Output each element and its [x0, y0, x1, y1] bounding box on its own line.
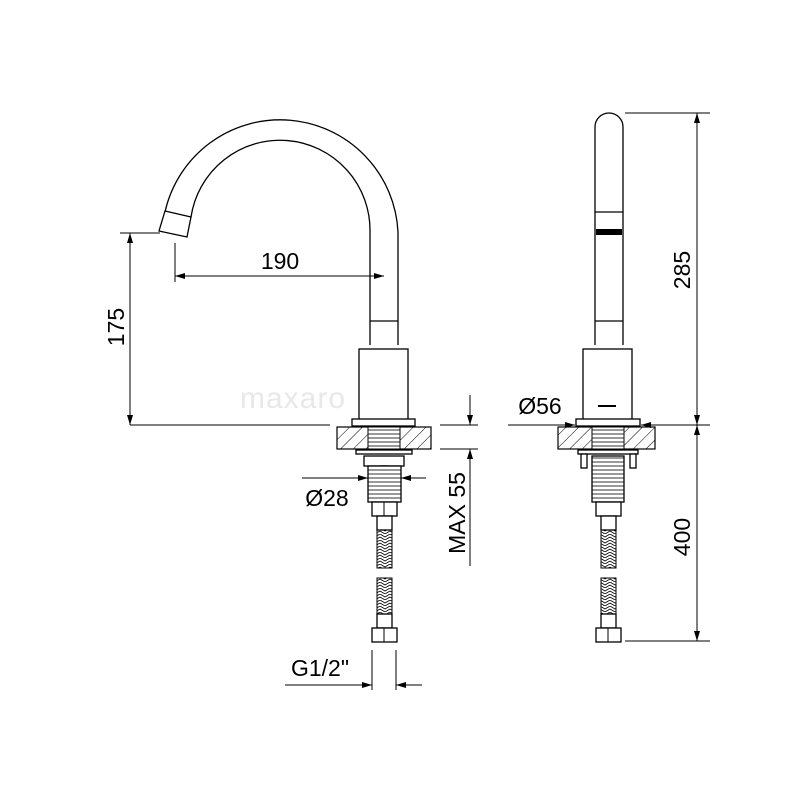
dim-spout-reach: 190: [261, 248, 299, 274]
dim-connection: G1/2": [291, 655, 349, 681]
dim-hose-length: 400: [669, 518, 695, 556]
aerator-band: [596, 229, 622, 235]
spout-front: [594, 112, 624, 345]
spout-outer: [164, 119, 399, 345]
dim-shank-diameter: Ø28: [305, 485, 348, 511]
dim-max-thickness: MAX 55: [444, 472, 470, 554]
faucet-side-view: [158, 119, 432, 643]
faucet-body-front: [582, 348, 633, 421]
faucet-body: [358, 348, 409, 421]
dim-spout-height: 175: [103, 308, 129, 346]
dim-total-height: 285: [669, 251, 695, 289]
watermark: maxaro: [240, 382, 346, 415]
base-flange: [351, 418, 416, 427]
aerator-nozzle: [158, 210, 192, 238]
spout-inner: [190, 139, 371, 345]
faucet-front-view: [557, 112, 656, 643]
dim-base-diameter: Ø56: [518, 393, 561, 419]
brand-logo-mark: [598, 405, 616, 407]
dimensions-right: Ø56 285 400: [508, 112, 710, 642]
mounting-nut: [363, 455, 405, 467]
dimensions-left: 175 190 MAX 55 Ø28 G1/2": [103, 232, 478, 690]
braided-hose: [376, 529, 393, 569]
